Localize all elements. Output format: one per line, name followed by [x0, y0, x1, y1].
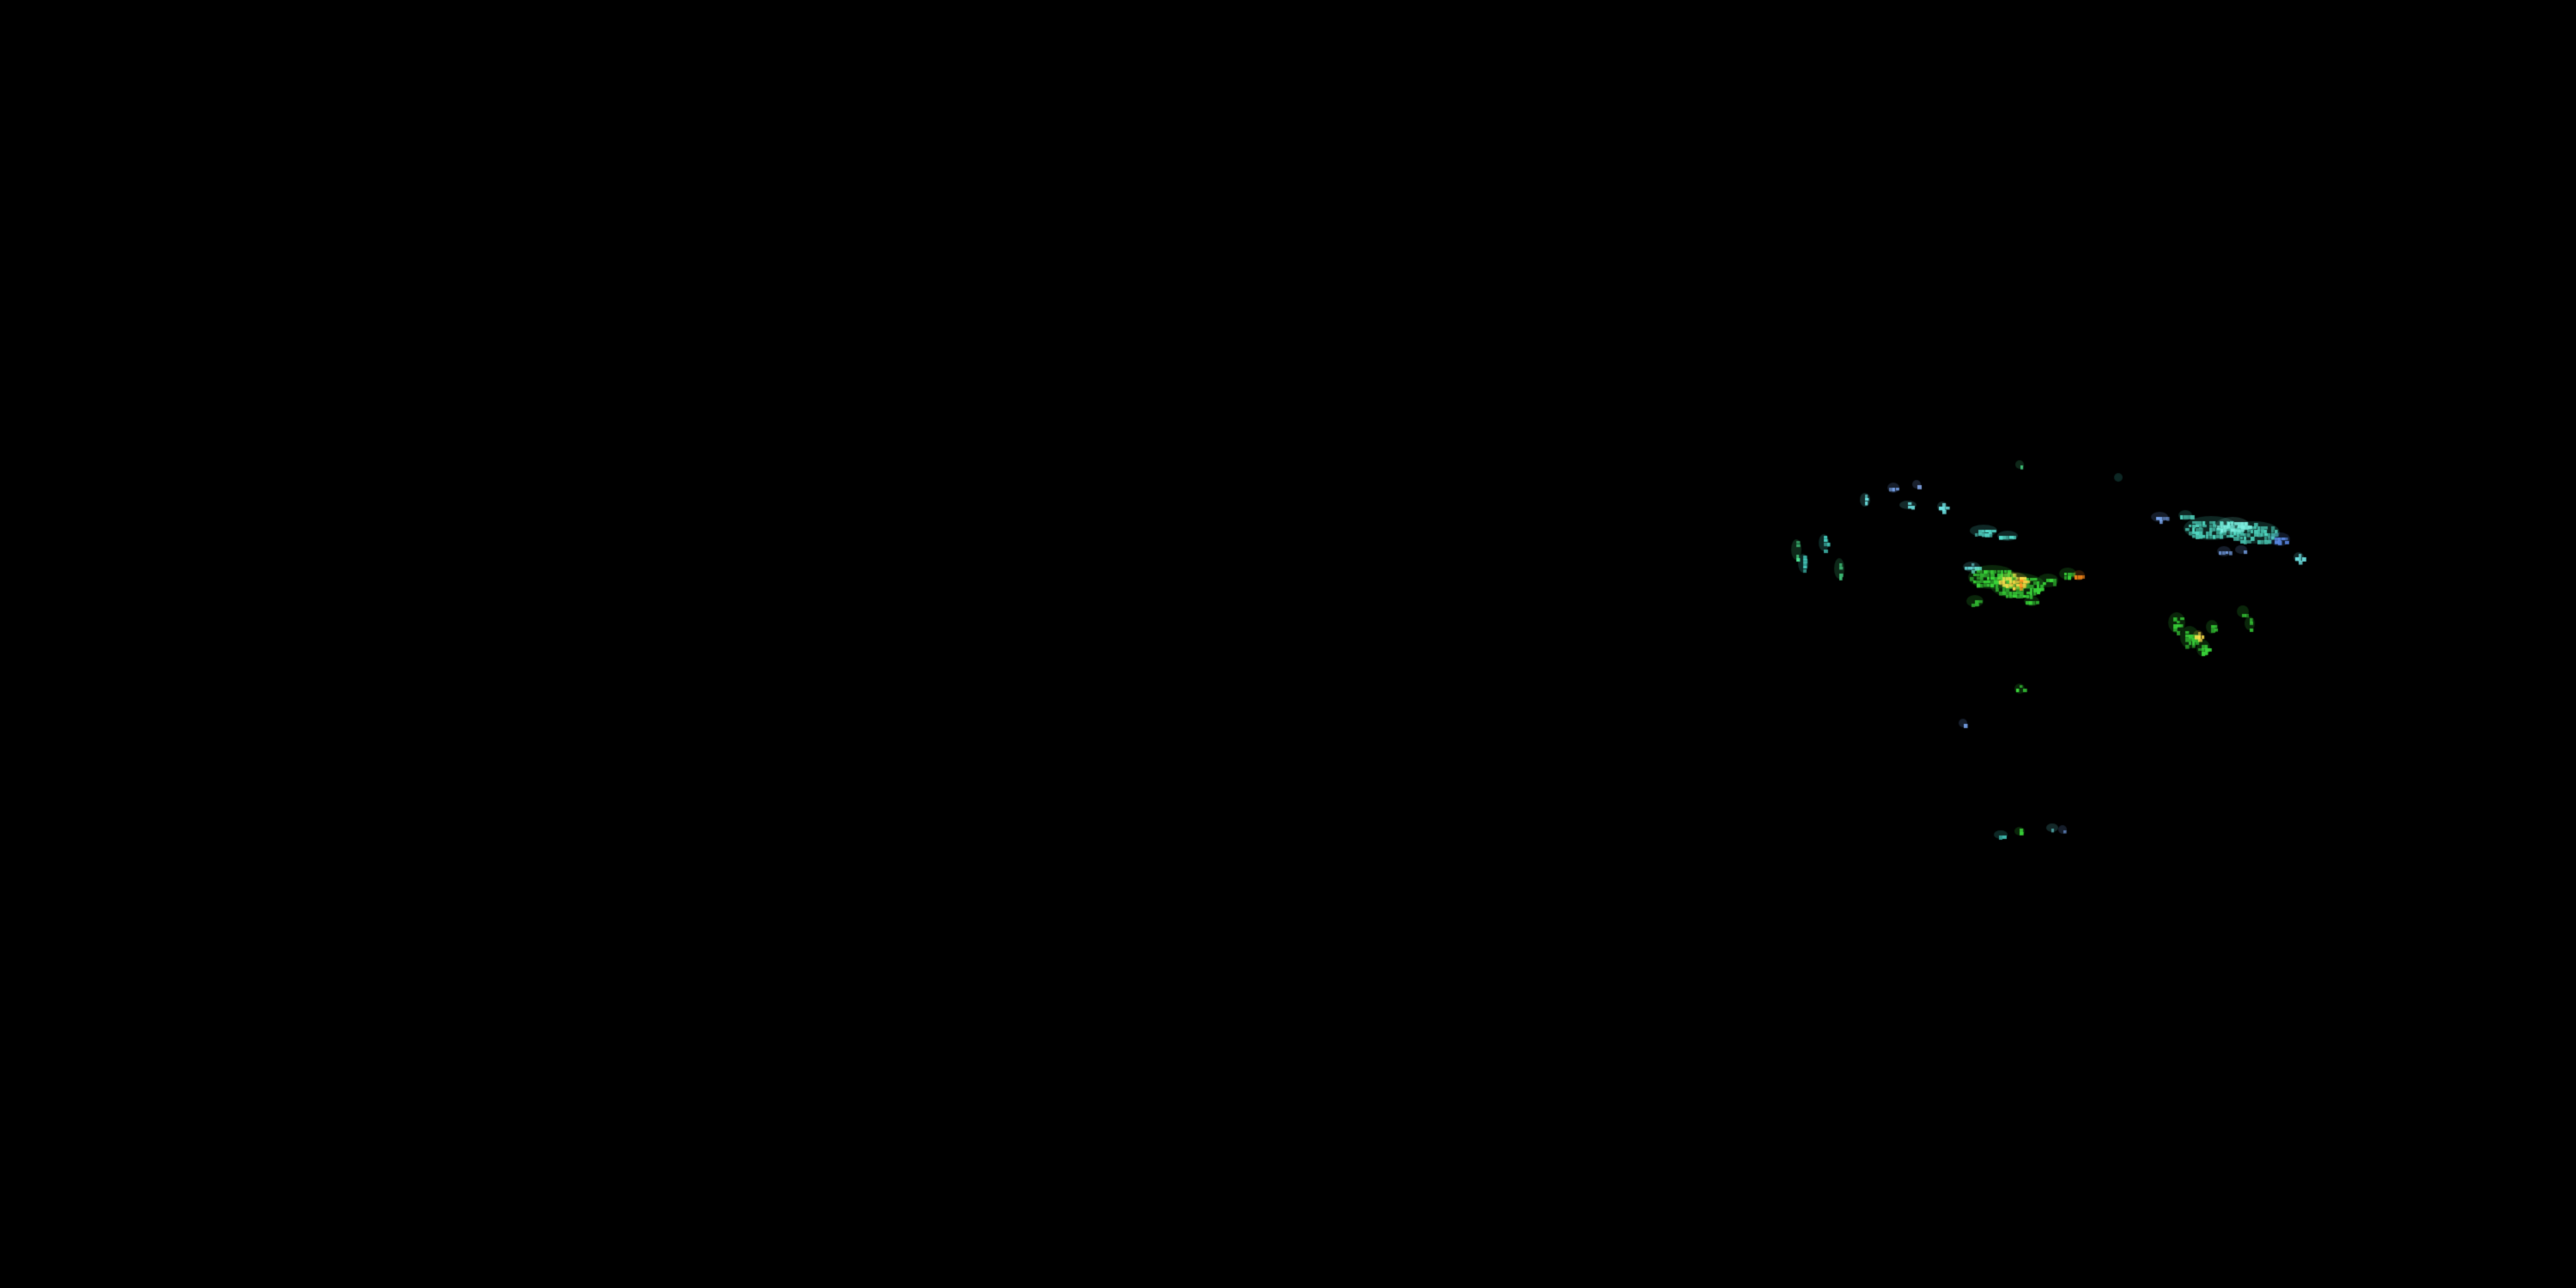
radar-viewport — [0, 0, 2576, 1288]
radar-echo-layer — [0, 0, 2576, 1288]
